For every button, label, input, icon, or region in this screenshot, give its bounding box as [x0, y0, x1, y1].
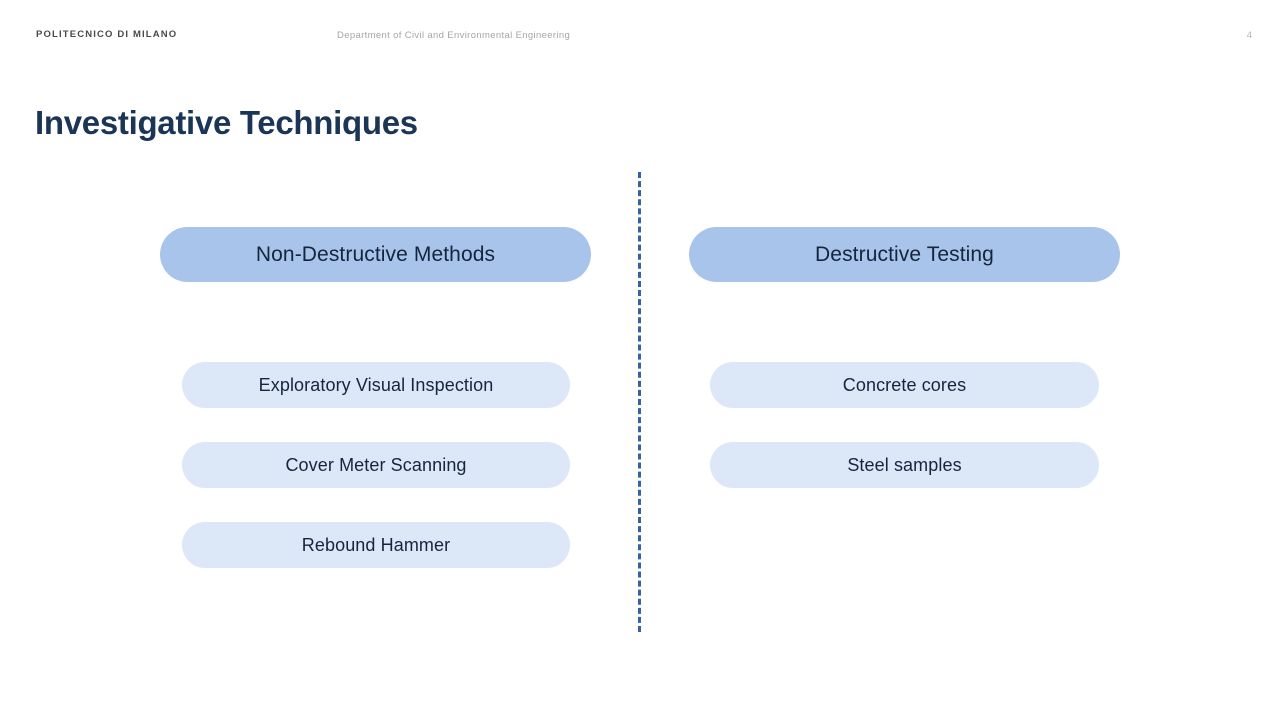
slide-header: POLITECNICO DI MILANO Department of Civi…	[0, 0, 1280, 62]
column-non-destructive: Non-Destructive Methods Exploratory Visu…	[0, 0, 638, 720]
institution-brand: POLITECNICO DI MILANO	[36, 29, 178, 40]
category-heading-destructive[interactable]: Destructive Testing	[689, 227, 1120, 282]
column-destructive: Destructive Testing Concrete cores Steel…	[640, 0, 1280, 720]
list-item[interactable]: Cover Meter Scanning	[182, 442, 570, 488]
department-label: Department of Civil and Environmental En…	[337, 30, 571, 41]
list-item[interactable]: Exploratory Visual Inspection	[182, 362, 570, 408]
column-divider-dashed-line	[638, 172, 641, 632]
page-title: Investigative Techniques	[35, 104, 418, 142]
list-item[interactable]: Concrete cores	[710, 362, 1099, 408]
list-item[interactable]: Steel samples	[710, 442, 1099, 488]
slide-page-number: 4	[1246, 30, 1252, 41]
list-item[interactable]: Rebound Hammer	[182, 522, 570, 568]
category-heading-non-destructive[interactable]: Non-Destructive Methods	[160, 227, 591, 282]
